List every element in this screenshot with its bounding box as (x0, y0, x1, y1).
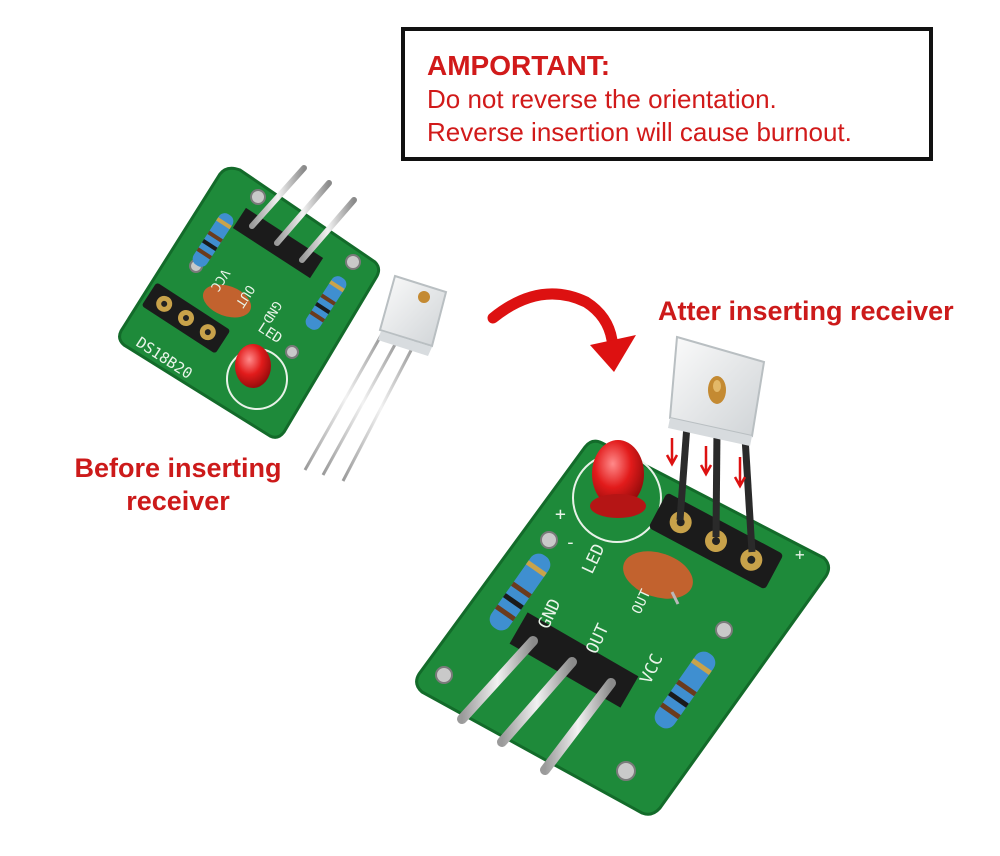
caption-before-line1: Before inserting (74, 453, 282, 483)
inserted-ir-receiver (665, 335, 766, 553)
caption-before-line2: receiver (126, 486, 230, 516)
left-module-board: DS18B20 VCC OUT GND LED (118, 165, 381, 439)
warning-notice-box: AMPORTANT: Do not reverse the orientatio… (401, 27, 933, 161)
ir-receiver-component (303, 274, 448, 482)
right-board-minus-label: - (565, 532, 576, 553)
direction-arrow (487, 288, 636, 372)
right-board-plus-label: + (555, 504, 566, 525)
caption-before-inserting: Before inserting receiver (58, 452, 298, 518)
caption-after-inserting: Atter inserting receiver (658, 296, 954, 326)
warning-title: AMPORTANT: (427, 50, 611, 81)
warning-line-orientation: Do not reverse the orientation. (427, 84, 777, 114)
right-module-board: GND OUT VCC LED + - OUT + (415, 439, 831, 816)
right-board-plus-mark: + (795, 545, 805, 564)
warning-line-burnout: Reverse insertion will cause burnout. (427, 117, 852, 147)
